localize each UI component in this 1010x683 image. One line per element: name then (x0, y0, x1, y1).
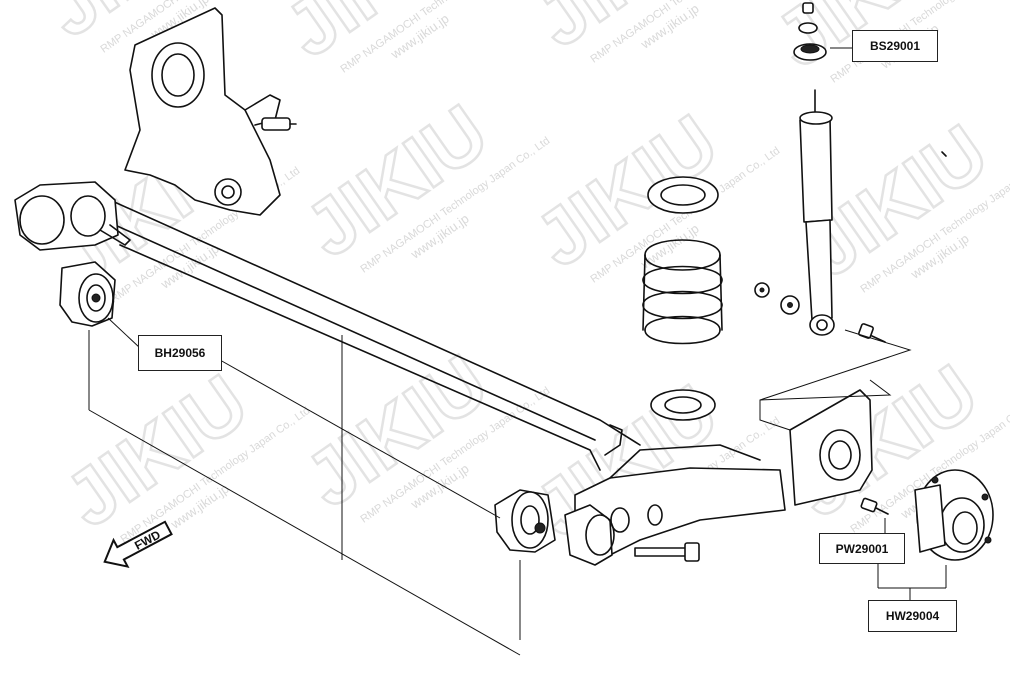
washers (754, 282, 886, 343)
hub-bolt (860, 497, 889, 515)
part-label-pw29001[interactable]: PW29001 (819, 533, 905, 564)
part-label-hw29004[interactable]: HW29004 (868, 600, 957, 632)
shock-absorber (799, 89, 947, 336)
wheel-hub (914, 469, 994, 561)
left-knuckle-bracket (14, 7, 297, 251)
leader-lines (88, 47, 947, 656)
top-mount (793, 2, 827, 61)
beam-axle (109, 199, 641, 560)
arm-bolt (634, 542, 700, 562)
part-label-bh29056[interactable]: BH29056 (138, 335, 222, 371)
watermark-logo: JIKIU (269, 0, 483, 74)
right-bushing (494, 489, 556, 553)
left-bushing (59, 261, 116, 327)
assembly-guides (759, 329, 912, 431)
coil-spring (642, 176, 723, 421)
part-label-bs29001[interactable]: BS29001 (852, 30, 938, 62)
right-trailing-arm (564, 389, 873, 566)
